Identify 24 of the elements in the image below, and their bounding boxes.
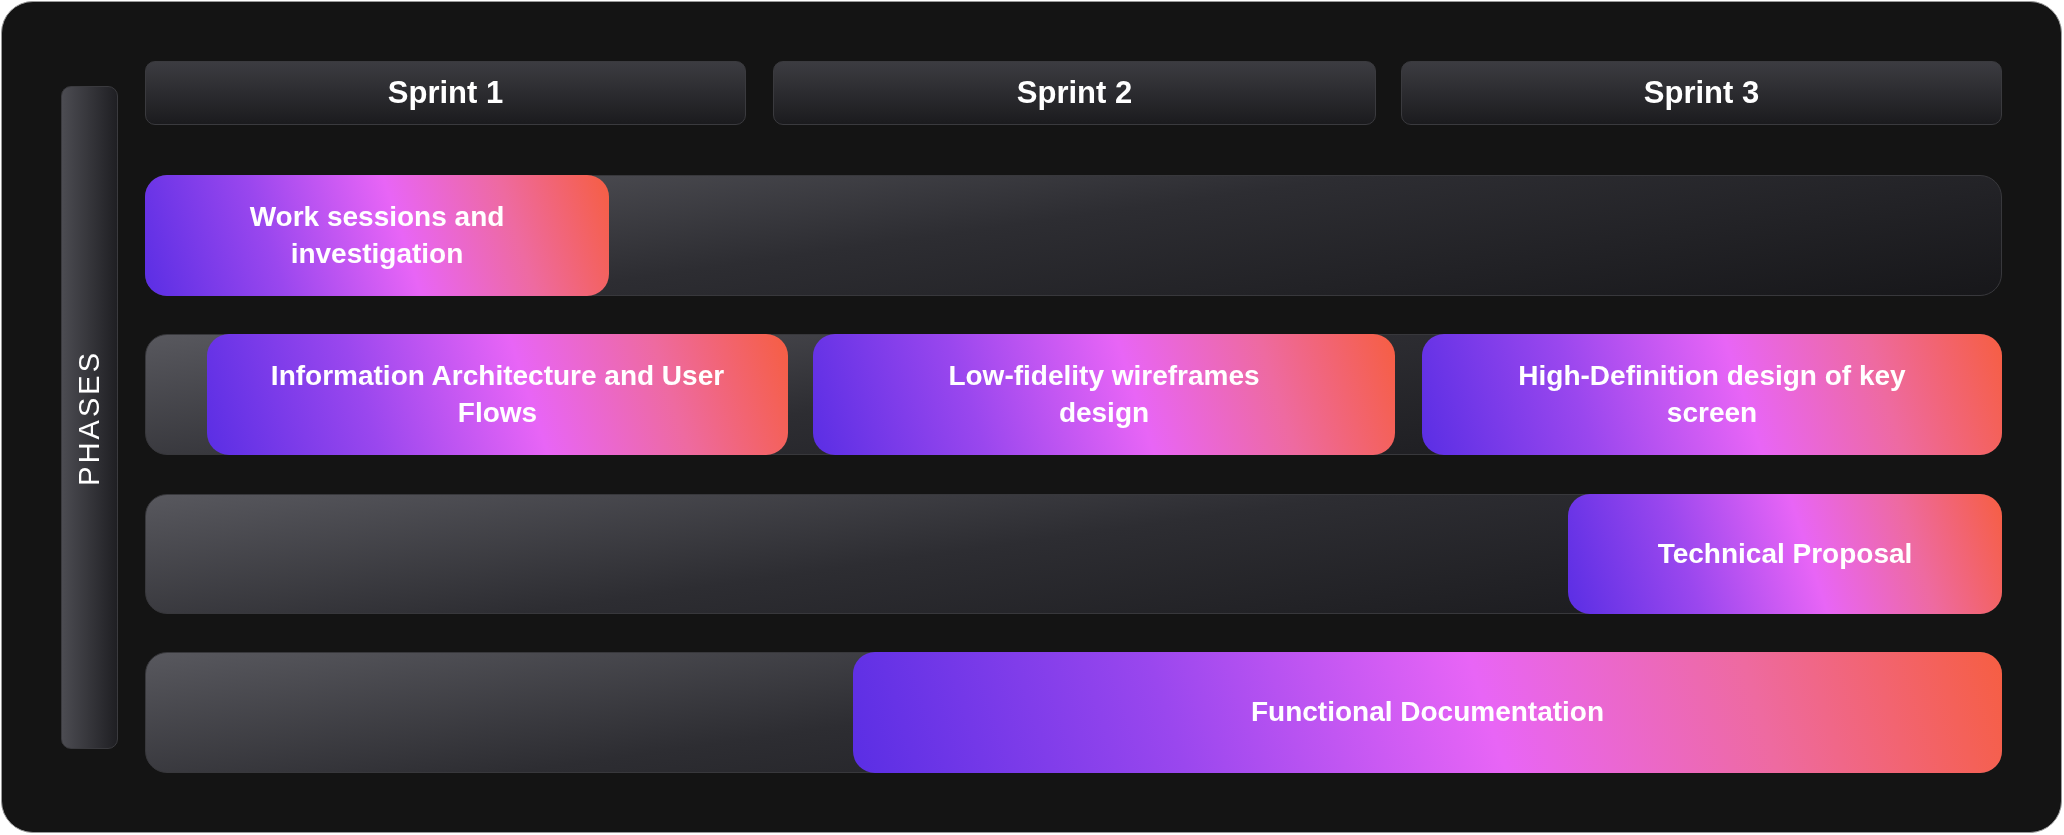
task-bar [145, 175, 609, 296]
task-bar [853, 652, 2002, 773]
task-label: Information Architecture and User Flows [269, 359, 726, 430]
task-bar [1422, 334, 2002, 455]
row-track [145, 652, 2002, 773]
sprint-label: Sprint 2 [1016, 75, 1133, 111]
sprint-header [1401, 61, 2002, 125]
task-label: Low-fidelity wireframes design [947, 359, 1261, 430]
task-label: High-Definition design of key screen [1517, 359, 1907, 430]
task-label: Functional Documentation [1250, 695, 1605, 730]
row-track [145, 334, 2002, 455]
row-track [145, 494, 2002, 614]
sprint-label: Sprint 3 [1643, 75, 1760, 111]
task-bar [813, 334, 1395, 455]
task-label: Work sessions and investigation [248, 200, 506, 271]
task-bar [1568, 494, 2002, 614]
sprint-header [773, 61, 1376, 125]
sprint-label: Sprint 1 [387, 75, 504, 111]
axis-label: PHASES [73, 349, 106, 486]
side-label-panel [61, 86, 118, 749]
task-bar [207, 334, 788, 455]
row-track [145, 175, 2002, 296]
sprint-header [145, 61, 746, 125]
task-label: Technical Proposal [1657, 536, 1913, 571]
